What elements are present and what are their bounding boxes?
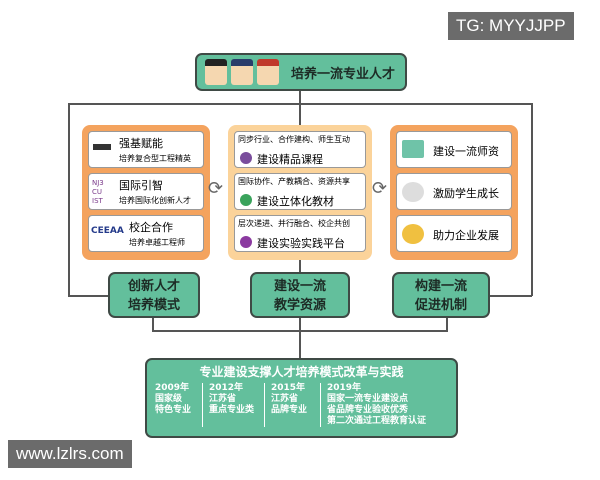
label-teaching-resources: 建设一流 教学资源 <box>250 272 350 318</box>
mid-item: 国际协作、产教耦合、资源共享 建设立体化教材 <box>234 173 366 210</box>
cycle-arrows-icon: ⟳ <box>372 178 388 199</box>
connector <box>446 316 448 331</box>
item-title: 建设一流师资 <box>433 145 499 158</box>
top-goal-title: 培养一流专业人才 <box>291 66 396 82</box>
njcuist-logo-icon: NJ3 CU IST <box>92 179 104 205</box>
connector <box>152 330 448 332</box>
stage-line: 品牌专业 <box>271 405 308 415</box>
teacher-icon <box>402 140 424 158</box>
item-title: 强基赋能 <box>119 137 163 150</box>
stage-line: 第二次通过工程教育认证 <box>327 416 427 426</box>
connector <box>299 90 301 125</box>
stage-line: 特色专业 <box>155 405 192 415</box>
label-mechanism: 构建一流 促进机制 <box>392 272 490 318</box>
left-item: CEEAA 校企合作 培养卓越工程师 <box>88 215 204 252</box>
stage: 2015年江苏省品牌专业 <box>271 383 321 427</box>
graduate-avatar-icon <box>231 59 253 85</box>
watermark-bottom: www.lzlrs.com <box>8 440 132 468</box>
ceeaa-logo-icon: CEEAA <box>91 226 124 236</box>
item-title: 建设精品课程 <box>257 153 323 166</box>
stage: 2009年国家级特色专业 <box>155 383 203 427</box>
item-title: 校企合作 <box>129 221 173 234</box>
bottom-title: 专业建设支撑人才培养模式改革与实践 <box>199 365 404 379</box>
cycle-arrows-icon: ⟳ <box>208 178 224 199</box>
mid-item: 层次递进、并行融合、校企共创 建设实验实践平台 <box>234 215 366 252</box>
connector <box>531 103 533 296</box>
item-sub: 培养卓越工程师 <box>129 238 185 247</box>
mid-item: 同步行业、合作建构、师生互动 建设精品课程 <box>234 131 366 168</box>
connector <box>68 103 532 105</box>
student-cyclist-icon <box>402 182 424 202</box>
mid-panel: 同步行业、合作建构、师生互动 建设精品课程 国际协作、产教耦合、资源共享 建设立… <box>228 125 372 260</box>
stage-year: 2015年 <box>271 383 306 393</box>
right-panel: 建设一流师资 激励学生成长 助力企业发展 <box>390 125 518 260</box>
item-title: 建设立体化教材 <box>257 195 334 208</box>
connector <box>68 295 110 297</box>
connector <box>490 295 532 297</box>
label-line: 促进机制 <box>414 298 467 313</box>
stage: 2012年江苏省重点专业类 <box>209 383 265 427</box>
stage-line: 国家级 <box>155 394 183 404</box>
stage-line: 国家一流专业建设点 <box>327 394 409 404</box>
gear-icon <box>240 236 252 248</box>
item-keywords: 同步行业、合作建构、师生互动 <box>238 135 350 144</box>
right-item: 建设一流师资 <box>396 131 512 168</box>
right-item: 激励学生成长 <box>396 173 512 210</box>
school-logo-icon <box>93 144 111 150</box>
stage: 2019年国家一流专业建设点省品牌专业验收优秀第二次通过工程教育认证 <box>327 383 426 427</box>
book-icon <box>240 194 252 206</box>
stage-line: 江苏省 <box>271 394 299 404</box>
graduate-avatar-icon <box>205 59 227 85</box>
item-sub: 培养国际化创新人才 <box>119 196 191 205</box>
stage-year: 2009年 <box>155 383 190 393</box>
label-line: 培养模式 <box>127 298 180 313</box>
label-line: 创新人才 <box>127 279 180 294</box>
item-title: 国际引智 <box>119 179 163 192</box>
item-keywords: 国际协作、产教耦合、资源共享 <box>238 177 350 186</box>
connector <box>152 316 154 331</box>
connector <box>68 103 70 296</box>
stage-year: 2019年 <box>327 383 362 393</box>
item-keywords: 层次递进、并行融合、校企共创 <box>238 219 350 228</box>
label-line: 构建一流 <box>414 279 467 294</box>
watermark-top: TG: MYYJJPP <box>448 12 574 40</box>
stage-line: 重点专业类 <box>209 405 255 415</box>
course-icon <box>240 152 252 164</box>
label-line: 建设一流 <box>273 279 326 294</box>
item-title: 激励学生成长 <box>433 187 499 200</box>
graduate-avatar-icon <box>257 59 279 85</box>
item-sub: 培养复合型工程精英 <box>119 154 191 163</box>
item-title: 助力企业发展 <box>433 229 499 242</box>
item-title: 建设实验实践平台 <box>257 237 345 250</box>
bottom-box: 专业建设支撑人才培养模式改革与实践 2009年国家级特色专业 2012年江苏省重… <box>145 358 458 438</box>
stage-line: 江苏省 <box>209 394 237 404</box>
enterprise-people-icon <box>402 224 424 244</box>
left-item: 强基赋能 培养复合型工程精英 <box>88 131 204 168</box>
left-item: NJ3 CU IST 国际引智 培养国际化创新人才 <box>88 173 204 210</box>
top-goal-box: 培养一流专业人才 <box>195 53 407 91</box>
stage-line: 省品牌专业验收优秀 <box>327 405 409 415</box>
stage-year: 2012年 <box>209 383 244 393</box>
left-panel: 强基赋能 培养复合型工程精英 NJ3 CU IST 国际引智 培养国际化创新人才… <box>82 125 210 260</box>
right-item: 助力企业发展 <box>396 215 512 252</box>
label-talent-mode: 创新人才 培养模式 <box>108 272 200 318</box>
label-line: 教学资源 <box>273 298 326 313</box>
